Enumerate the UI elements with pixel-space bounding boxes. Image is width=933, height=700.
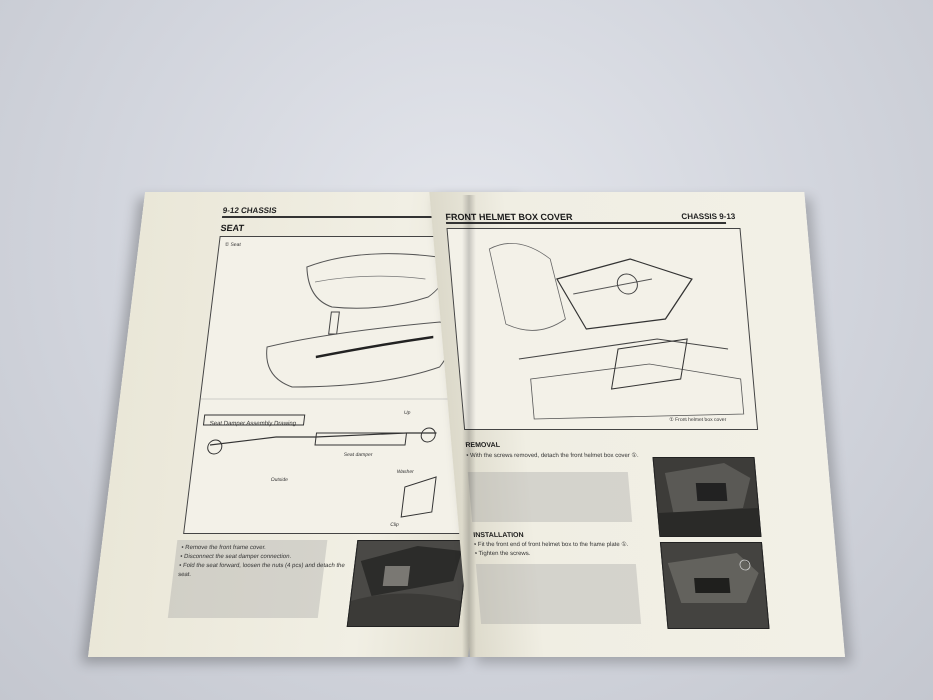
removal-photo [652,457,762,537]
seat-diagram-box: ① Seat Seat Damper Assembly Drawing Seat… [183,236,502,534]
removal-photo-detail [653,458,761,536]
clip-callout: Clip [389,522,400,528]
installation-photo-detail [661,543,769,628]
installation-text-area [475,564,642,624]
left-photo [346,540,470,627]
installation-step-2: • Tighten the screws. [474,551,531,557]
outside-callout: Outside [270,477,289,483]
left-page-title: SEAT [220,223,245,233]
removal-step: • With the screws removed, detach the fr… [466,453,639,459]
up-callout: Up [403,410,411,416]
right-page-header: CHASSIS 9-13 [681,212,736,221]
book-gutter [462,195,476,657]
left-instruction-2: • Disconnect the seat damper connection. [179,554,292,560]
installation-heading: INSTALLATION [473,532,524,539]
removal-text: • With the screws removed, detach the fr… [466,452,647,461]
left-page: 9-12 CHASSIS SEAT ① Seat Seat Damper Ass… [88,192,526,657]
left-instruction-1: • Remove the front frame cover. [181,545,267,551]
left-instructions: • Remove the front frame cover. • Discon… [177,544,351,580]
left-page-header: 9-12 CHASSIS [222,206,278,215]
seat-illustration [200,253,481,518]
installation-step-1: • Fit the front end of front helmet box … [473,542,629,548]
helmet-box-diagram: ① Front helmet box cover [446,228,759,430]
helmet-box-illustration [488,243,745,420]
seat-damper-callout: Seat damper [343,452,373,458]
right-page: FRONT HELMET BOX COVER CHASSIS 9-13 ① Fr… [429,192,845,657]
left-photo-detail [347,541,469,626]
installation-text: • Fit the front end of front helmet box … [474,541,661,559]
right-header-rule [445,222,727,224]
installation-photo [659,542,770,629]
removal-text-area [467,472,633,522]
helmet-box-callout: ① Front helmet box cover [669,417,727,423]
washer-callout: Washer [396,469,415,475]
assembly-drawing-label: Seat Damper Assembly Drawing [209,421,297,427]
left-instruction-3: • Fold the seat forward, loosen the nuts… [177,563,346,578]
